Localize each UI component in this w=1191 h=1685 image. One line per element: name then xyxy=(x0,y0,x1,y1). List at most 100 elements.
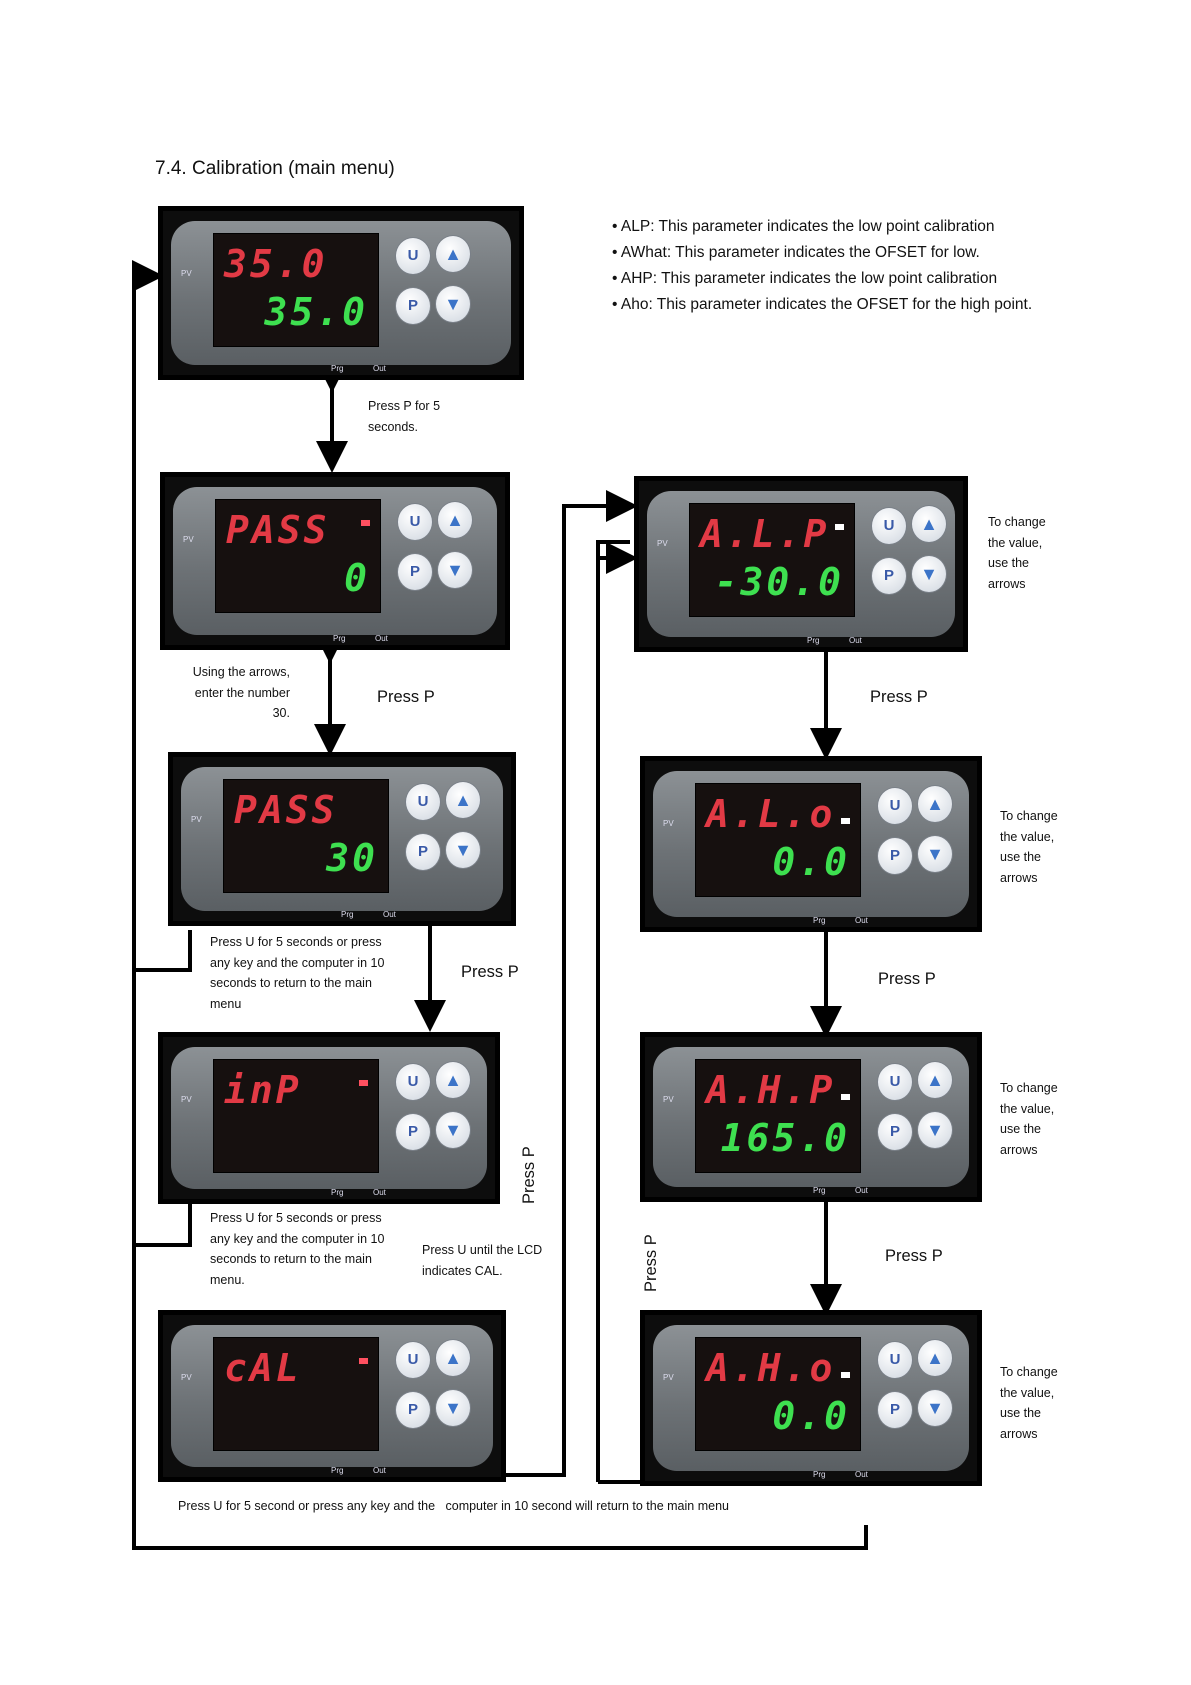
up-arrow-icon[interactable]: ▲ xyxy=(917,1339,953,1377)
indicator-dot xyxy=(841,818,850,824)
lcd-line-1: A.H.P xyxy=(706,1068,836,1112)
up-arrow-icon[interactable]: ▲ xyxy=(911,505,947,543)
lcd-line-1: inP xyxy=(224,1068,302,1112)
down-arrow-icon[interactable]: ▼ xyxy=(435,1389,471,1427)
bullet-ahp: AHP: This parameter indicates the low po… xyxy=(612,266,1032,292)
controller-display-ahp: PV A.H.P 165.0 Prg Out U ▲ P ▼ xyxy=(640,1032,982,1202)
prg-label: Prg xyxy=(813,916,826,925)
out-label: Out xyxy=(855,1470,868,1479)
lcd-screen: A.L.P -30.0 xyxy=(689,503,855,617)
label-press-p-vertical-1: Press P xyxy=(520,1146,538,1204)
controller-display-pass-0: PV PASS 0 Prg Out U ▲ P ▼ xyxy=(160,472,510,650)
out-label: Out xyxy=(383,910,396,919)
u-button[interactable]: U xyxy=(877,1341,913,1379)
out-label: Out xyxy=(375,634,388,643)
bullet-awhat: AWhat: This parameter indicates the OFSE… xyxy=(612,240,1032,266)
lcd-line-2: 35.0 xyxy=(264,290,368,334)
up-arrow-icon[interactable]: ▲ xyxy=(445,781,481,819)
controller-display-inp: PV inP Prg Out U ▲ P ▼ xyxy=(158,1032,500,1204)
u-button[interactable]: U xyxy=(405,783,441,821)
down-arrow-icon[interactable]: ▼ xyxy=(437,551,473,589)
pv-label: PV xyxy=(657,539,668,548)
u-button[interactable]: U xyxy=(395,1341,431,1379)
u-button[interactable]: U xyxy=(877,787,913,825)
out-label: Out xyxy=(373,1466,386,1475)
p-button[interactable]: P xyxy=(871,557,907,595)
lcd-line-2: 30 xyxy=(326,836,378,880)
label-press-p-1: Press P xyxy=(377,688,435,706)
bullet-alp: ALP: This parameter indicates the low po… xyxy=(612,214,1032,240)
p-button[interactable]: P xyxy=(397,553,433,591)
lcd-line-1: cAL xyxy=(224,1346,302,1390)
note-press-u-2: Press U for 5 seconds or press any key a… xyxy=(210,1211,385,1287)
label-press-p-3: Press P xyxy=(870,688,928,706)
out-label: Out xyxy=(855,916,868,925)
p-button[interactable]: P xyxy=(395,1391,431,1429)
prg-label: Prg xyxy=(333,634,346,643)
pv-label: PV xyxy=(183,535,194,544)
note-change-value-4: To change the value, use the arrows xyxy=(1000,1365,1058,1441)
up-arrow-icon[interactable]: ▲ xyxy=(435,1061,471,1099)
indicator-dot xyxy=(359,1080,368,1086)
lcd-screen: A.L.o 0.0 xyxy=(695,783,861,897)
section-title: 7.4. Calibration (main menu) xyxy=(155,158,395,179)
down-arrow-icon[interactable]: ▼ xyxy=(435,1111,471,1149)
prg-label: Prg xyxy=(331,1466,344,1475)
lcd-line-1: A.L.P xyxy=(700,512,830,556)
p-button[interactable]: P xyxy=(395,287,431,325)
lcd-line-2: 0.0 xyxy=(772,1394,850,1438)
u-button[interactable]: U xyxy=(877,1063,913,1101)
indicator-dot xyxy=(841,1372,850,1378)
note-change-value-1: To change the value, use the arrows xyxy=(988,515,1046,591)
up-arrow-icon[interactable]: ▲ xyxy=(917,785,953,823)
label-press-p-5: Press P xyxy=(885,1247,943,1265)
down-arrow-icon[interactable]: ▼ xyxy=(917,835,953,873)
lcd-screen: inP xyxy=(213,1059,379,1173)
up-arrow-icon[interactable]: ▲ xyxy=(917,1061,953,1099)
u-button[interactable]: U xyxy=(871,507,907,545)
lcd-line-1: PASS xyxy=(234,788,338,832)
controller-display-cal: PV cAL Prg Out U ▲ P ▼ xyxy=(158,1310,506,1482)
lcd-line-2: 0.0 xyxy=(772,840,850,884)
p-button[interactable]: P xyxy=(395,1113,431,1151)
note-change-value-3: To change the value, use the arrows xyxy=(1000,1081,1058,1157)
down-arrow-icon[interactable]: ▼ xyxy=(435,285,471,323)
pv-label: PV xyxy=(181,269,192,278)
bullet-aho: Aho: This parameter indicates the OFSET … xyxy=(612,292,1032,318)
pv-label: PV xyxy=(181,1095,192,1104)
lcd-line-2: 165.0 xyxy=(720,1116,850,1160)
indicator-dot xyxy=(361,520,370,526)
lcd-screen: cAL xyxy=(213,1337,379,1451)
note-change-value-2: To change the value, use the arrows xyxy=(1000,809,1058,885)
u-button[interactable]: U xyxy=(395,237,431,275)
u-button[interactable]: U xyxy=(395,1063,431,1101)
lcd-line-2: 0 xyxy=(344,556,370,600)
down-arrow-icon[interactable]: ▼ xyxy=(917,1389,953,1427)
p-button[interactable]: P xyxy=(877,837,913,875)
pv-label: PV xyxy=(663,1373,674,1382)
label-press-p-2: Press P xyxy=(461,963,519,981)
p-button[interactable]: P xyxy=(877,1391,913,1429)
lcd-line-2: -30.0 xyxy=(714,560,844,604)
lcd-screen: A.H.o 0.0 xyxy=(695,1337,861,1451)
p-button[interactable]: P xyxy=(405,833,441,871)
up-arrow-icon[interactable]: ▲ xyxy=(435,235,471,273)
down-arrow-icon[interactable]: ▼ xyxy=(445,831,481,869)
out-label: Out xyxy=(373,364,386,373)
down-arrow-icon[interactable]: ▼ xyxy=(917,1111,953,1149)
lcd-line-1: A.L.o xyxy=(706,792,836,836)
controller-display-home: PV 35.0 35.0 Prg Out U ▲ P ▼ xyxy=(158,206,524,380)
out-label: Out xyxy=(855,1186,868,1195)
down-arrow-icon[interactable]: ▼ xyxy=(911,555,947,593)
parameter-list: ALP: This parameter indicates the low po… xyxy=(612,214,1032,318)
p-button[interactable]: P xyxy=(877,1113,913,1151)
pv-label: PV xyxy=(191,815,202,824)
u-button[interactable]: U xyxy=(397,503,433,541)
out-label: Out xyxy=(373,1188,386,1197)
lcd-screen: PASS 30 xyxy=(223,779,389,893)
up-arrow-icon[interactable]: ▲ xyxy=(435,1339,471,1377)
lcd-line-1: A.H.o xyxy=(706,1346,836,1390)
note-press-p-5s: Press P for 5 seconds. xyxy=(368,399,441,434)
up-arrow-icon[interactable]: ▲ xyxy=(437,501,473,539)
prg-label: Prg xyxy=(341,910,354,919)
